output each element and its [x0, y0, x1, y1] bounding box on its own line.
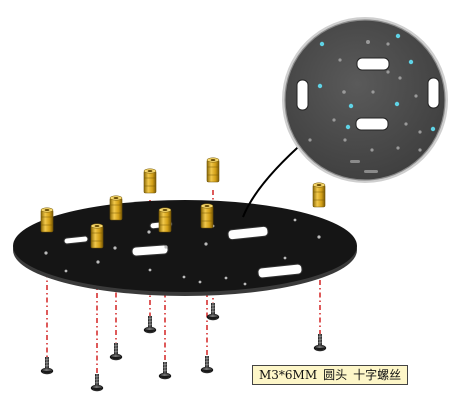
screw [158, 361, 172, 380]
screw [90, 373, 104, 392]
detail-side-slot [296, 79, 309, 111]
plate-slot [131, 244, 169, 257]
mounting-hole-highlight [345, 124, 351, 130]
detail-side-slot [427, 77, 440, 109]
plate-slot [227, 225, 269, 241]
mounting-hole-highlight [319, 41, 325, 47]
brass-standoff [40, 207, 54, 233]
brass-standoff [200, 203, 214, 229]
screw [40, 356, 54, 375]
screw-type-text: 十字螺丝 [353, 368, 402, 382]
mounting-hole-highlight [348, 103, 354, 109]
screw [206, 302, 220, 321]
screw-size-text: M3*6MM [259, 368, 318, 382]
mounting-hole-highlight [394, 101, 400, 107]
mounting-hole-highlight [408, 59, 414, 65]
detail-slot [355, 117, 389, 131]
detail-slot [356, 57, 390, 71]
callout-pointer [242, 139, 307, 218]
screw-spec-label: M3*6MM 圆头十字螺丝 [252, 365, 409, 385]
plate-slot [63, 235, 89, 245]
screw [200, 355, 214, 374]
brass-standoff [90, 223, 104, 249]
chassis-plate [13, 200, 357, 296]
screw [313, 333, 327, 352]
mounting-hole-highlight [395, 33, 401, 39]
plate-slot [257, 263, 303, 279]
brass-standoff [109, 195, 123, 221]
mounting-hole-highlight [430, 126, 436, 132]
brass-standoff [158, 207, 172, 233]
screw [143, 315, 157, 334]
screw-head-text: 圆头 [323, 368, 348, 382]
screw [109, 342, 123, 361]
detail-view-plate [282, 17, 448, 183]
brass-standoff [312, 182, 326, 208]
mounting-hole-highlight [317, 83, 323, 89]
brass-standoff [143, 168, 157, 194]
brass-standoff [206, 157, 220, 183]
